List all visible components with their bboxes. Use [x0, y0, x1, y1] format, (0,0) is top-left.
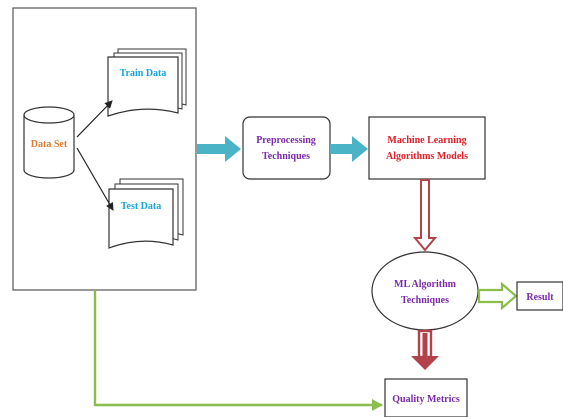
train-data-label: Train Data [120, 68, 167, 79]
ml-models-label-line1: Machine Learning [387, 135, 466, 146]
preprocessing-label-line1: Preprocessing [256, 135, 316, 146]
ml-techniques-ellipse: ML Algorithm Techniques [371, 251, 479, 331]
test-data-label: Test Data [121, 201, 161, 212]
ml-models-box: Machine Learning Algorithms Models [368, 116, 486, 180]
arrow-dataset-to-quality [93, 290, 383, 411]
ml-models-label-line2: Algorithms Models [386, 151, 468, 162]
arrow-dataset-to-preprocessing [197, 136, 241, 162]
dataset-cylinder: Data Set [23, 106, 75, 179]
arrow-ml-models-to-ml-techniques [412, 179, 438, 252]
arrow-dataset-to-train [76, 100, 113, 138]
arrow-ml-techniques-to-quality [411, 329, 439, 370]
quality-metrics-box: Quality Metrics [384, 378, 468, 417]
train-data-docs: Train Data [107, 48, 187, 117]
arrow-ml-techniques-to-result [477, 281, 518, 311]
result-label: Result [526, 292, 554, 303]
preprocessing-label-line2: Techniques [262, 151, 310, 162]
quality-metrics-label: Quality Metrics [392, 394, 460, 405]
ml-techniques-label-line1: ML Algorithm [394, 279, 457, 290]
arrow-preprocessing-to-ml-models [330, 136, 368, 162]
ml-techniques-label-line2: Techniques [401, 295, 449, 306]
preprocessing-box: Preprocessing Techniques [242, 116, 331, 180]
test-data-docs: Test Data [108, 178, 184, 249]
result-box: Result [516, 281, 563, 311]
arrow-dataset-to-test [76, 147, 114, 211]
dataset-label: Data Set [31, 139, 68, 150]
